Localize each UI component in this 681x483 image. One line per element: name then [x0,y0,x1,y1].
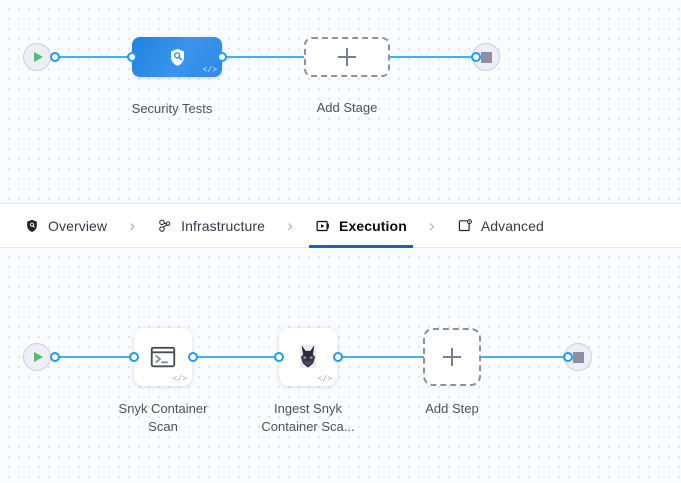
stage-node-security-tests[interactable]: </> [132,37,222,77]
step-code-marker: </> [172,375,187,384]
stop-icon [480,51,492,63]
step-node-ingest-snyk-container-scan[interactable]: </> [279,328,337,386]
step-link-4 [481,356,567,358]
step-link-1 [57,356,133,358]
add-stage-button[interactable] [304,37,390,77]
infrastructure-nodes-icon [159,219,171,232]
end-node-circle [472,43,500,71]
advanced-card-gear-icon [458,218,472,231]
add-step-button[interactable] [423,328,481,386]
stage-node-output-port[interactable] [217,52,227,62]
snyk-dog-icon [300,344,316,368]
step-node-label: Ingest Snyk Container Sca... [261,401,355,434]
tab-execution-label: Execution [339,217,407,234]
step-end-port[interactable] [563,352,573,362]
play-icon [33,352,43,362]
add-step-label: Add Step [425,401,479,416]
stage-start-node[interactable] [23,43,51,71]
end-node-circle [564,343,592,371]
tab-infrastructure-label: Infrastructure [181,217,266,234]
stage-link-2 [224,56,304,58]
step-node-label: Snyk Container Scan [118,401,208,434]
step1-output-port[interactable] [188,352,198,362]
stage-end-port[interactable] [471,52,481,62]
terminal-icon [150,346,176,368]
stage-link-1 [57,56,135,58]
stage-node-input-port[interactable] [127,52,137,62]
step1-input-port[interactable] [129,352,139,362]
tab-advanced-label: Advanced [480,217,544,234]
step-link-2 [195,356,278,358]
chevron-right-icon: › [129,215,135,235]
start-node-circle [23,43,51,71]
stage-node-box[interactable]: </> [132,37,222,77]
execution-play-box-icon [316,220,329,231]
stop-icon [572,351,584,363]
play-icon [33,52,43,62]
chevron-right-icon: › [287,215,293,235]
tab-overview[interactable]: Overview [18,203,113,248]
stage-config-tabs: Overview › Infrastructure › [0,203,681,248]
step-code-marker: </> [317,375,332,384]
plus-icon [338,48,356,66]
stage-start-port[interactable] [50,52,60,62]
tab-overview-label: Overview [48,217,108,234]
chevron-right-icon: › [429,215,435,235]
tab-advanced[interactable]: Advanced [451,203,550,248]
stage-end-node[interactable] [472,43,500,71]
step-start-node[interactable] [23,343,51,371]
add-stage-label: Add Stage [316,100,378,115]
security-shield-scan-icon [170,48,184,66]
stage-link-3 [390,56,476,58]
shield-icon [27,219,37,232]
stage-node-label: Security Tests [131,101,213,116]
add-step-node[interactable] [423,328,481,386]
step-node-snyk-container-scan[interactable]: </> [134,328,192,386]
step-start-port[interactable] [50,352,60,362]
tab-execution[interactable]: Execution [309,203,413,248]
step2-input-port[interactable] [274,352,284,362]
tab-infrastructure[interactable]: Infrastructure [151,203,271,248]
step-node-box[interactable]: </> [134,328,192,386]
step-end-node[interactable] [564,343,592,371]
step-link-3 [340,356,424,358]
plus-icon [443,348,461,366]
stage-code-marker: </> [202,66,217,75]
step-node-box[interactable]: </> [279,328,337,386]
start-node-circle [23,343,51,371]
step2-output-port[interactable] [333,352,343,362]
step-graph-canvas[interactable]: </> Snyk Container Scan < [0,248,681,483]
add-stage-node[interactable] [304,37,390,77]
stage-graph-canvas[interactable]: </> Security Tests Add Stage [0,0,681,203]
